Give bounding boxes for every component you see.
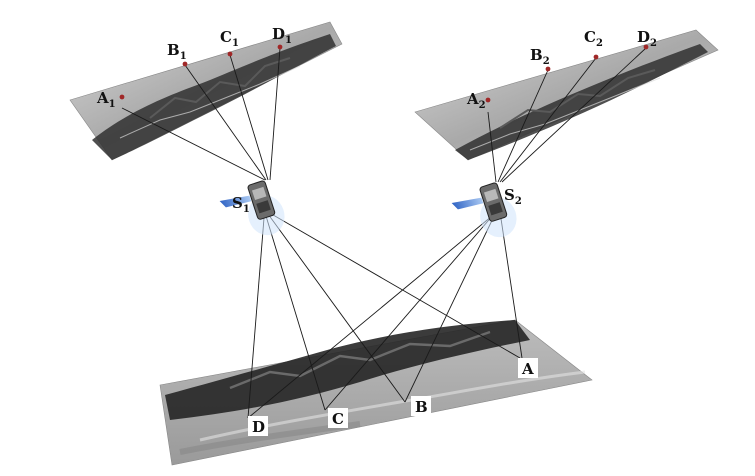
label-B1: B1	[167, 41, 187, 62]
svg-text:D: D	[252, 418, 265, 436]
label-A1: A1	[96, 89, 116, 110]
projection-rays	[121, 47, 647, 419]
label-B2: B2	[530, 46, 550, 67]
marker-A1	[119, 94, 125, 100]
satellite-2	[451, 182, 517, 238]
ground-label-A: A	[518, 358, 538, 378]
svg-text:B: B	[415, 398, 428, 416]
image-plane-1	[69, 21, 343, 161]
ground-label-C: C	[328, 408, 348, 428]
marker-A2	[485, 97, 491, 103]
satellite-icon	[451, 182, 517, 238]
marker-D1	[277, 44, 283, 50]
label-C1: C1	[220, 28, 239, 49]
marker-C1	[227, 51, 233, 57]
marker-B1	[182, 61, 188, 67]
image-plane-2	[414, 29, 719, 161]
label-D1: D1	[272, 25, 292, 46]
label-S2: S2	[504, 186, 522, 207]
label-C2: C2	[584, 28, 603, 49]
satellite-1	[219, 180, 285, 236]
marker-B2	[545, 66, 551, 72]
svg-text:A: A	[521, 360, 534, 378]
ground-terrain	[159, 319, 593, 466]
label-D2: D2	[637, 28, 657, 49]
marker-D2	[643, 44, 649, 50]
label-S1: S1	[232, 194, 250, 215]
ground-label-B: B	[411, 396, 431, 416]
image-point-markers	[119, 44, 649, 103]
label-A2: A2	[466, 90, 486, 111]
svg-text:C: C	[332, 410, 344, 428]
ground-label-D: D	[248, 416, 268, 436]
satellite-icon	[219, 180, 285, 236]
marker-C2	[593, 54, 599, 60]
